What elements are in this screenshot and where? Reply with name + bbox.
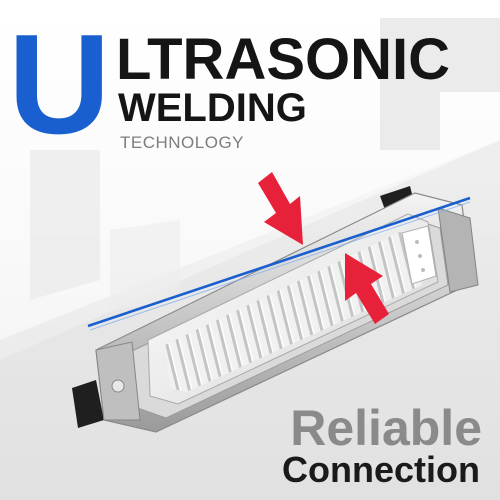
headline-initial-u: U bbox=[8, 5, 111, 164]
headline-welding: WELDING bbox=[118, 86, 307, 130]
up-arrow-icon bbox=[345, 253, 389, 324]
tagline-connection: Connection bbox=[282, 449, 480, 490]
down-arrow-icon bbox=[258, 172, 303, 245]
headline-ultrasonic: LTRASONIC bbox=[116, 27, 451, 92]
headline-technology: TECHNOLOGY bbox=[120, 133, 245, 152]
tagline-reliable: Reliable bbox=[290, 400, 482, 456]
